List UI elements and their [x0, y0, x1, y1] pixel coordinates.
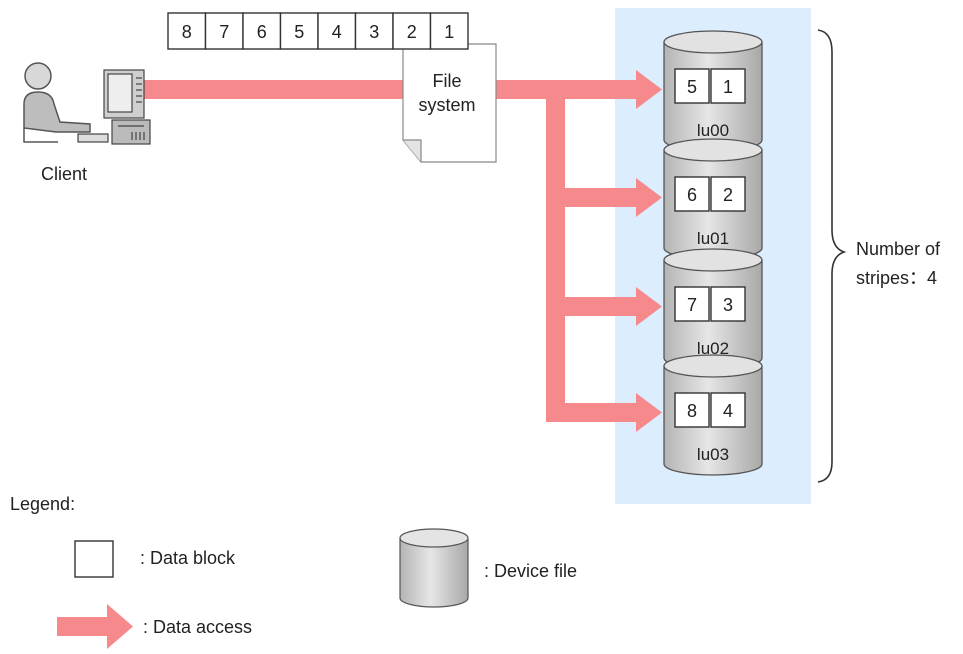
device-file-lu00: 5 1 lu00 — [663, 30, 763, 152]
data-access-arrows — [140, 70, 662, 432]
device-cylinder-top — [663, 354, 763, 378]
device-cylinder-top — [663, 30, 763, 54]
file-data-block-number: 2 — [407, 22, 417, 42]
stripes-label-line2: stripes：4 — [856, 268, 937, 288]
device-data-block-number: 4 — [723, 401, 733, 421]
device-data-block-number: 3 — [723, 295, 733, 315]
device-data-block — [710, 392, 746, 428]
legend-data-access-label: : Data access — [143, 617, 252, 637]
legend-data-block-icon — [74, 540, 114, 578]
file-data-block — [429, 12, 469, 50]
device-data-block-number: 7 — [687, 295, 697, 315]
file-data-block-number: 7 — [219, 22, 229, 42]
legend-device-file-icon — [399, 528, 469, 608]
file-data-block-number: 5 — [294, 22, 304, 42]
device-data-block — [710, 286, 746, 322]
device-name-label: lu03 — [697, 445, 729, 464]
device-data-block-number: 6 — [687, 185, 697, 205]
legend-device-file-label: : Device file — [484, 561, 577, 581]
device-data-block-number: 5 — [687, 77, 697, 97]
device-data-block — [710, 68, 746, 104]
device-cylinder-top — [663, 248, 763, 272]
client-label: Client — [41, 164, 87, 184]
device-name-label: lu00 — [697, 121, 729, 140]
client-computer-icon — [77, 69, 151, 145]
client-person-icon — [23, 62, 91, 143]
file-data-block-number: 8 — [182, 22, 192, 42]
file-data-block — [317, 12, 357, 50]
file-system-label-line2: system — [418, 95, 475, 115]
device-data-block — [710, 176, 746, 212]
file-data-block-number: 4 — [332, 22, 342, 42]
legend-data-block-label: : Data block — [140, 548, 236, 568]
device-data-block-number: 8 — [687, 401, 697, 421]
file-data-block — [167, 12, 207, 50]
legend-data-access-icon — [57, 604, 133, 649]
stripes-label-line1: Number of — [856, 239, 941, 259]
file-data-block — [279, 12, 319, 50]
file-data-block — [204, 12, 244, 50]
device-data-block-number: 2 — [723, 185, 733, 205]
file-system-label-line1: File — [432, 71, 461, 91]
device-data-block — [674, 68, 710, 104]
device-name-label: lu01 — [697, 229, 729, 248]
file-data-block-number: 6 — [257, 22, 267, 42]
device-files: 5 1 lu00 6 2 lu01 7 3 lu02 8 4 lu03 — [663, 30, 763, 476]
file-data-block-number: 3 — [369, 22, 379, 42]
device-data-block-number: 1 — [723, 77, 733, 97]
stripes-brace — [817, 29, 847, 483]
legend-title: Legend: — [10, 494, 75, 514]
device-name-label: lu02 — [697, 339, 729, 358]
device-file-lu02: 7 3 lu02 — [663, 248, 763, 370]
device-data-block — [674, 286, 710, 322]
file-system-document — [402, 43, 497, 163]
device-data-block — [674, 176, 710, 212]
device-cylinder-top — [663, 138, 763, 162]
file-data-block — [354, 12, 394, 50]
device-file-lu03: 8 4 lu03 — [663, 354, 763, 476]
file-data-blocks: 8 7 6 5 4 3 2 1 — [167, 12, 469, 50]
device-data-block — [674, 392, 710, 428]
file-data-block-number: 1 — [444, 22, 454, 42]
device-file-lu01: 6 2 lu01 — [663, 138, 763, 260]
